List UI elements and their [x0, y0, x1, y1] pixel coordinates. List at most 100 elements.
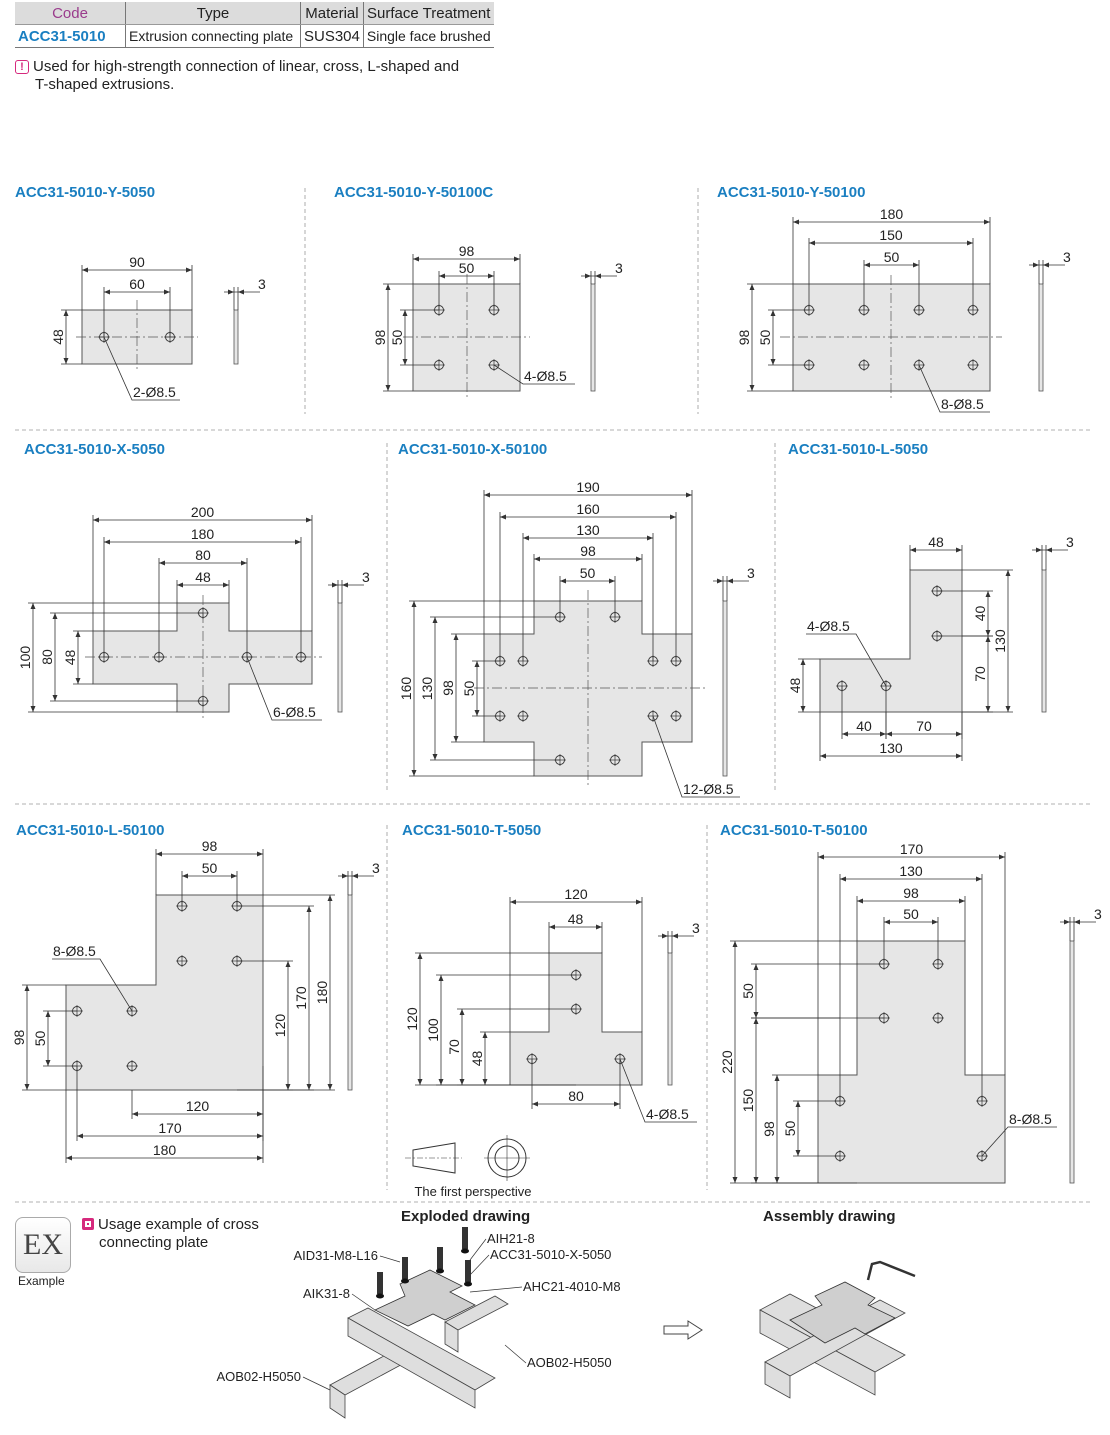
thickness-label: 3	[258, 276, 266, 292]
arrow-head	[306, 906, 312, 912]
dimension-label: 160	[576, 501, 600, 517]
hex-key-icon	[866, 1260, 916, 1281]
assembly-title: Assembly drawing	[763, 1208, 896, 1225]
part-label: AOB02-H5050	[527, 1355, 612, 1370]
arrow-head	[753, 1177, 759, 1183]
side-view	[590, 283, 596, 392]
part-label: AID31-M8-L16	[293, 1248, 378, 1263]
dimension-label: 170	[293, 986, 309, 1010]
arrow-head	[342, 582, 348, 588]
spec-header-row: Code Type Material Surface Treatment	[15, 2, 494, 25]
part-leader-line	[469, 1286, 523, 1293]
arrow-head	[585, 273, 591, 279]
arrow-head	[956, 753, 962, 759]
arrow-head	[159, 560, 165, 566]
plate-outline	[817, 940, 1006, 1184]
arrow-head	[332, 582, 338, 588]
side-view	[1069, 940, 1075, 1184]
hole-callout: 4-Ø8.5	[646, 1106, 689, 1122]
arrow-head	[66, 1155, 72, 1161]
arrow-head	[886, 731, 892, 737]
header-type: Type	[125, 2, 301, 25]
arrow-head	[985, 706, 991, 712]
arrow-head	[956, 731, 962, 737]
dimension-label: 80	[568, 1088, 584, 1104]
arrow-head	[45, 1011, 51, 1017]
arrow-head	[411, 770, 417, 776]
example-badge-label: Example	[18, 1274, 65, 1288]
extrusion-profile-long	[347, 1317, 476, 1409]
header-surface: Surface Treatment	[363, 2, 494, 25]
arrow-head	[484, 492, 490, 498]
dimension-label: 200	[191, 504, 215, 520]
dimension-label: 48	[787, 678, 803, 694]
bolt-icon	[377, 1272, 383, 1294]
arrow-head	[104, 539, 110, 545]
dimension-label: 50	[903, 906, 919, 922]
arrow-head	[727, 578, 733, 584]
arrow-head	[795, 1150, 801, 1156]
arrow-head	[1064, 919, 1070, 925]
arrow-head	[532, 1101, 538, 1107]
arrow-head	[306, 1084, 312, 1090]
mounting-hole-icon	[609, 754, 621, 766]
dimension-label: 180	[880, 206, 904, 222]
drawing-title: ACC31-5010-L-50100	[16, 822, 165, 839]
mounting-hole-icon	[932, 1012, 944, 1024]
arrow-head	[438, 975, 444, 981]
dimension-label: 50	[884, 249, 900, 265]
arrow-head	[432, 617, 438, 623]
dimension-label: 130	[576, 522, 600, 538]
code-value: ACC31-5010	[15, 24, 126, 48]
arrow-head	[432, 754, 438, 760]
dimension-label: 50	[580, 565, 596, 581]
dimension-label: 50	[389, 330, 405, 346]
spec-table: Code Type Material Surface Treatment ACC…	[15, 2, 494, 48]
arrow-head	[1046, 547, 1052, 553]
side-view	[1038, 283, 1044, 392]
plate-outline	[412, 283, 521, 392]
assembled-extrusion	[764, 1361, 791, 1399]
arrow-head	[1043, 262, 1049, 268]
hole-leader-line	[981, 1126, 1057, 1157]
example-badge-text: EX	[23, 1228, 63, 1261]
arrow-head	[910, 547, 916, 553]
bolt-icon	[402, 1257, 408, 1279]
arrow-head	[474, 710, 480, 716]
arrow-head	[82, 267, 88, 273]
bolt-icon	[465, 1260, 471, 1282]
warning-icon: !	[15, 60, 29, 74]
arrow-head	[306, 517, 312, 523]
arrow-head	[342, 873, 348, 879]
dimension-label: 98	[459, 243, 475, 259]
dimension-label: 100	[17, 646, 33, 670]
dimension-label: 98	[202, 838, 218, 854]
arrow-head	[985, 636, 991, 642]
dimension-label: 190	[576, 479, 600, 495]
arrow-head	[241, 560, 247, 566]
part-leader-line	[351, 1293, 376, 1311]
arrow-head	[647, 535, 653, 541]
dimension-label: 130	[419, 677, 435, 701]
dimension-label: 98	[736, 330, 752, 346]
example-badge: EX	[15, 1217, 71, 1273]
mounting-hole-icon	[517, 710, 529, 722]
example-heading: Usage example of cross connecting plate	[82, 1216, 259, 1252]
part-label: AIK31-8	[303, 1286, 350, 1301]
mounting-hole-icon	[176, 955, 188, 967]
arrow-head	[453, 634, 459, 640]
plate-outline	[65, 894, 264, 1091]
arrow-head	[984, 219, 990, 225]
perspective-label: The first perspective	[414, 1184, 531, 1199]
hole-leader-line	[619, 1058, 697, 1123]
arrow-head	[413, 256, 419, 262]
hole-callout: 8-Ø8.5	[941, 396, 984, 412]
arrow-head	[717, 578, 723, 584]
drawing-title: ACC31-5010-Y-50100	[717, 184, 866, 201]
hole-callout: 4-Ø8.5	[524, 368, 567, 384]
arrow-head	[52, 695, 58, 701]
dimension-label: 48	[928, 534, 944, 550]
arrow-head	[1036, 547, 1042, 553]
arrow-head	[913, 262, 919, 268]
arrow-head	[1005, 706, 1011, 712]
